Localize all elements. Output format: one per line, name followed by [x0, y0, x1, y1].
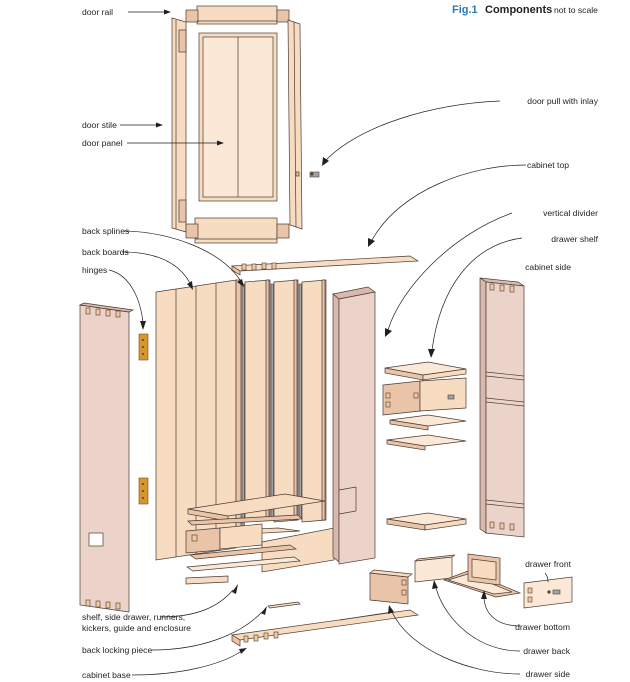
label-drawer-bottom: drawer bottom — [515, 622, 570, 632]
label-drawer-front: drawer front — [525, 559, 571, 569]
labels: door rail door stile door panel door pul… — [82, 7, 599, 680]
label-vertical-divider: vertical divider — [543, 208, 598, 218]
back-boards — [155, 279, 327, 561]
door-pull-icon — [309, 171, 320, 178]
door-rail-top — [185, 5, 290, 25]
door-stile-right — [287, 19, 303, 230]
drawer-side — [369, 569, 413, 605]
door-assembly — [171, 5, 320, 244]
label-door-panel: door panel — [82, 138, 123, 148]
figure-title: Fig.1 Components not to scale — [452, 4, 598, 16]
figure-note: not to scale — [554, 5, 598, 15]
cabinet-side-left — [78, 302, 135, 613]
shelf-drawer-group — [185, 493, 335, 585]
label-cabinet-base: cabinet base — [82, 670, 131, 680]
label-drawer-side: drawer side — [526, 669, 571, 679]
leader-lines — [108, 9, 549, 676]
cabinet-base — [230, 609, 420, 647]
hinges — [138, 333, 149, 505]
door-stile-left — [171, 17, 187, 233]
label-door-pull: door pull with inlay — [527, 96, 598, 106]
door-panel — [198, 32, 278, 202]
hinge-icon — [138, 477, 149, 505]
label-door-stile: door stile — [82, 120, 117, 130]
label-door-rail: door rail — [82, 7, 113, 17]
figure-number: Fig.1 — [452, 4, 478, 16]
drawer-side-small — [467, 553, 501, 586]
cabinet-side-right — [479, 277, 525, 538]
drawer-parts — [369, 553, 573, 609]
back-locking-piece — [267, 601, 301, 609]
label-shelf-group-line1: shelf, side drawer, runners, — [82, 612, 185, 622]
label-hinges: hinges — [82, 265, 107, 275]
cabinet-top — [230, 255, 420, 276]
label-cabinet-top: cabinet top — [527, 160, 569, 170]
vertical-divider — [332, 286, 376, 565]
drawer-front — [523, 576, 573, 609]
label-back-splines: back splines — [82, 226, 129, 236]
hinge-icon — [138, 333, 149, 361]
label-cabinet-side-right: cabinet side — [525, 262, 571, 272]
label-drawer-back: drawer back — [523, 646, 571, 656]
drawer-bottom — [442, 570, 522, 598]
figure-heading: Components — [485, 4, 552, 16]
drawer-back — [414, 554, 456, 583]
label-back-locking-piece: back locking piece — [82, 645, 152, 655]
label-back-boards: back boards — [82, 247, 129, 257]
door-rail-bottom — [185, 217, 290, 244]
label-drawer-shelf: drawer shelf — [551, 234, 598, 244]
drawer-shelf-stack — [382, 361, 467, 531]
label-shelf-group-line2: kickers, guide and enclosure — [82, 623, 191, 633]
